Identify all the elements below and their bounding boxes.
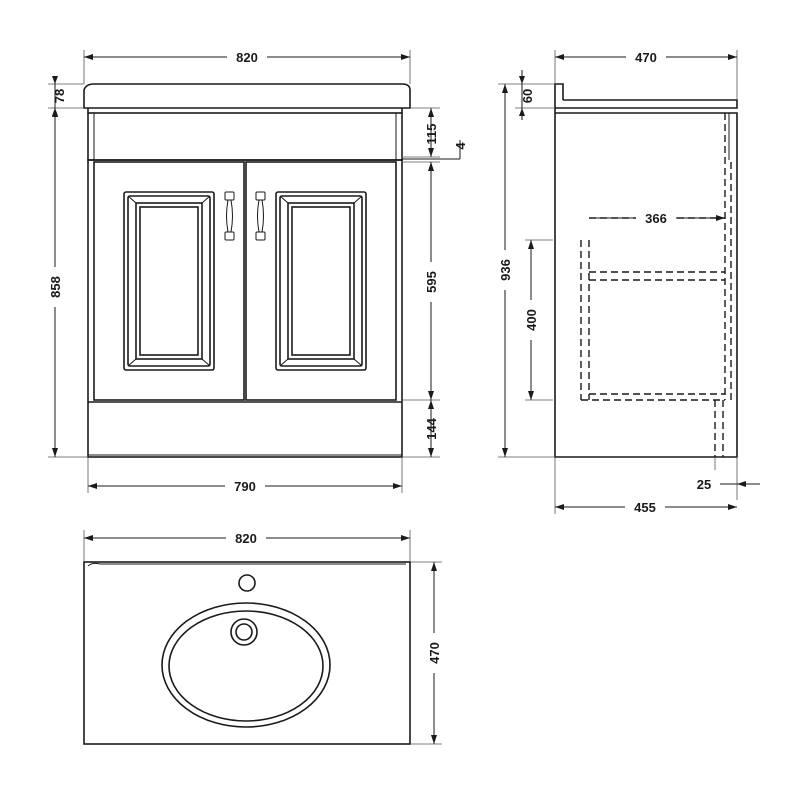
right-door: [245, 161, 397, 401]
left-door: [93, 161, 245, 401]
tap-hole-icon: [238, 574, 256, 592]
dim-front-rail-height: 115: [424, 124, 439, 145]
dim-front-top-height: 78: [52, 89, 67, 103]
dim-side-internal-height: 400: [524, 309, 539, 331]
dim-front-total-height: 858: [48, 276, 63, 298]
front-countertop: [83, 83, 411, 109]
dim-front-plinth-height: 144: [424, 417, 439, 439]
dim-front-rail-gap: 4: [453, 142, 468, 150]
side-upstand: [554, 83, 564, 108]
dim-front-door-height: 595: [424, 271, 439, 293]
dim-side-upstand: 60: [520, 89, 535, 103]
right-door-panel-inner: [291, 206, 351, 356]
left-door-panel-inner: [139, 206, 199, 356]
dim-front-width: 820: [236, 50, 258, 65]
side-view: [554, 83, 738, 458]
side-dimensions: 470 60 936 366 400 25: [496, 48, 760, 516]
basin-inner: [168, 610, 324, 722]
left-door-panel-outer: [123, 191, 215, 371]
dim-side-depth: 470: [635, 50, 657, 65]
plan-dimensions: 820 470: [83, 529, 443, 745]
front-top-rail: [87, 112, 403, 161]
door-handle-icon: [255, 191, 266, 241]
dim-side-total-height: 936: [498, 259, 513, 281]
dim-plan-width: 820: [235, 531, 257, 546]
front-carcass: [87, 159, 403, 458]
dim-front-body-width: 790: [234, 479, 256, 494]
dim-side-body-depth: 455: [634, 500, 656, 515]
plan-outline: [83, 561, 411, 745]
dim-side-plinth-recess: 25: [697, 477, 711, 492]
plan-view: [83, 561, 411, 745]
side-worktop: [555, 99, 738, 109]
waste-plug-icon: [230, 618, 258, 646]
dim-plan-depth: 470: [427, 642, 442, 664]
basin-outer: [161, 602, 331, 728]
dim-side-shelf-depth: 366: [645, 211, 667, 226]
side-carcass: [554, 108, 738, 458]
front-dimensions: 820 78 858 790 115: [46, 48, 468, 495]
right-door-panel-outer: [275, 191, 367, 371]
front-view: [83, 83, 411, 458]
door-handle-icon: [224, 191, 235, 241]
